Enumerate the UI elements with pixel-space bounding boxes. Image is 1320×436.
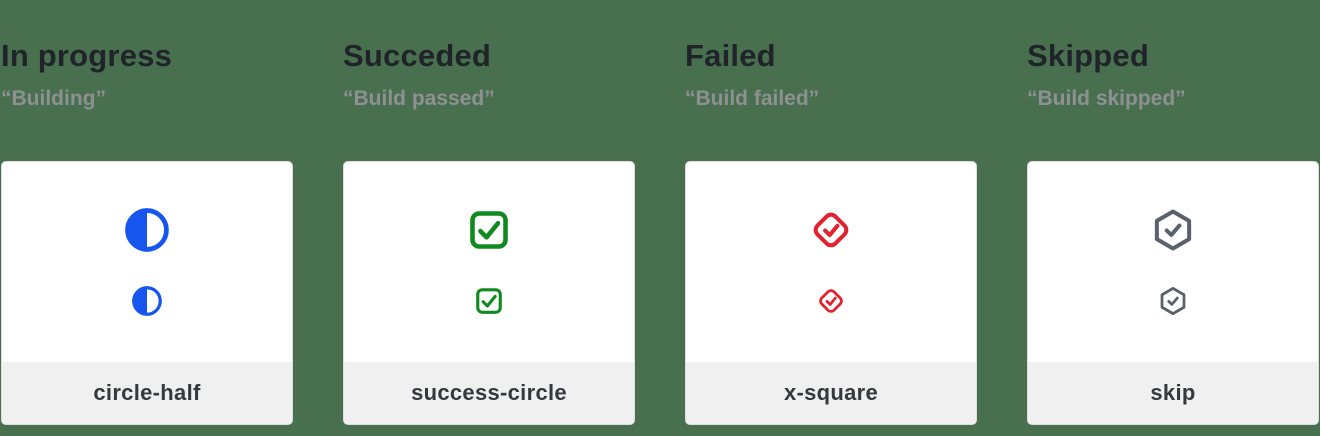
- status-title: Succeded: [343, 38, 492, 73]
- icon-name-label: success-circle: [411, 380, 567, 405]
- status-title: In progress: [1, 38, 173, 73]
- icon-preview-area: [1028, 162, 1318, 362]
- check-hexagon-icon-small: [1158, 286, 1188, 316]
- icon-preview-area: [344, 162, 634, 362]
- status-column-failed: Failed “Build failed” x-square: [685, 0, 977, 425]
- icon-card: success-circle: [343, 161, 635, 425]
- icon-name-footer: circle-half: [2, 362, 292, 424]
- check-diamond-icon-small: [816, 286, 846, 316]
- icon-card: x-square: [685, 161, 977, 425]
- status-column-in-progress: In progress “Building” circle-: [1, 0, 293, 425]
- status-column-succeeded: Succeded “Build passed” succes: [343, 0, 635, 425]
- icon-preview-area: [686, 162, 976, 362]
- check-square-icon-small: [474, 286, 504, 316]
- icon-name-label: skip: [1150, 380, 1196, 405]
- check-square-icon-large: [467, 208, 511, 252]
- status-column-skipped: Skipped “Build skipped” skip: [1027, 0, 1319, 425]
- icon-name-footer: success-circle: [344, 362, 634, 424]
- status-title: Skipped: [1027, 38, 1149, 73]
- icon-name-label: x-square: [783, 380, 879, 405]
- status-title: Failed: [685, 38, 776, 73]
- circle-half-icon-small: [132, 286, 162, 316]
- circle-half-icon-large: [125, 208, 169, 252]
- icon-card: circle-half: [1, 161, 293, 425]
- status-subtitle: “Build passed”: [343, 87, 495, 110]
- icon-name-footer: skip: [1028, 362, 1318, 424]
- status-subtitle: “Build skipped”: [1027, 87, 1186, 110]
- icon-card: skip: [1027, 161, 1319, 425]
- check-diamond-icon-large: [809, 208, 853, 252]
- icon-preview-area: [2, 162, 292, 362]
- status-subtitle: “Build failed”: [685, 87, 820, 110]
- check-hexagon-icon-large: [1151, 208, 1195, 252]
- status-subtitle: “Building”: [1, 87, 106, 110]
- icon-name-label: circle-half: [93, 380, 201, 405]
- icon-name-footer: x-square: [686, 362, 976, 424]
- status-legend: In progress “Building” circle-: [1, 0, 1319, 425]
